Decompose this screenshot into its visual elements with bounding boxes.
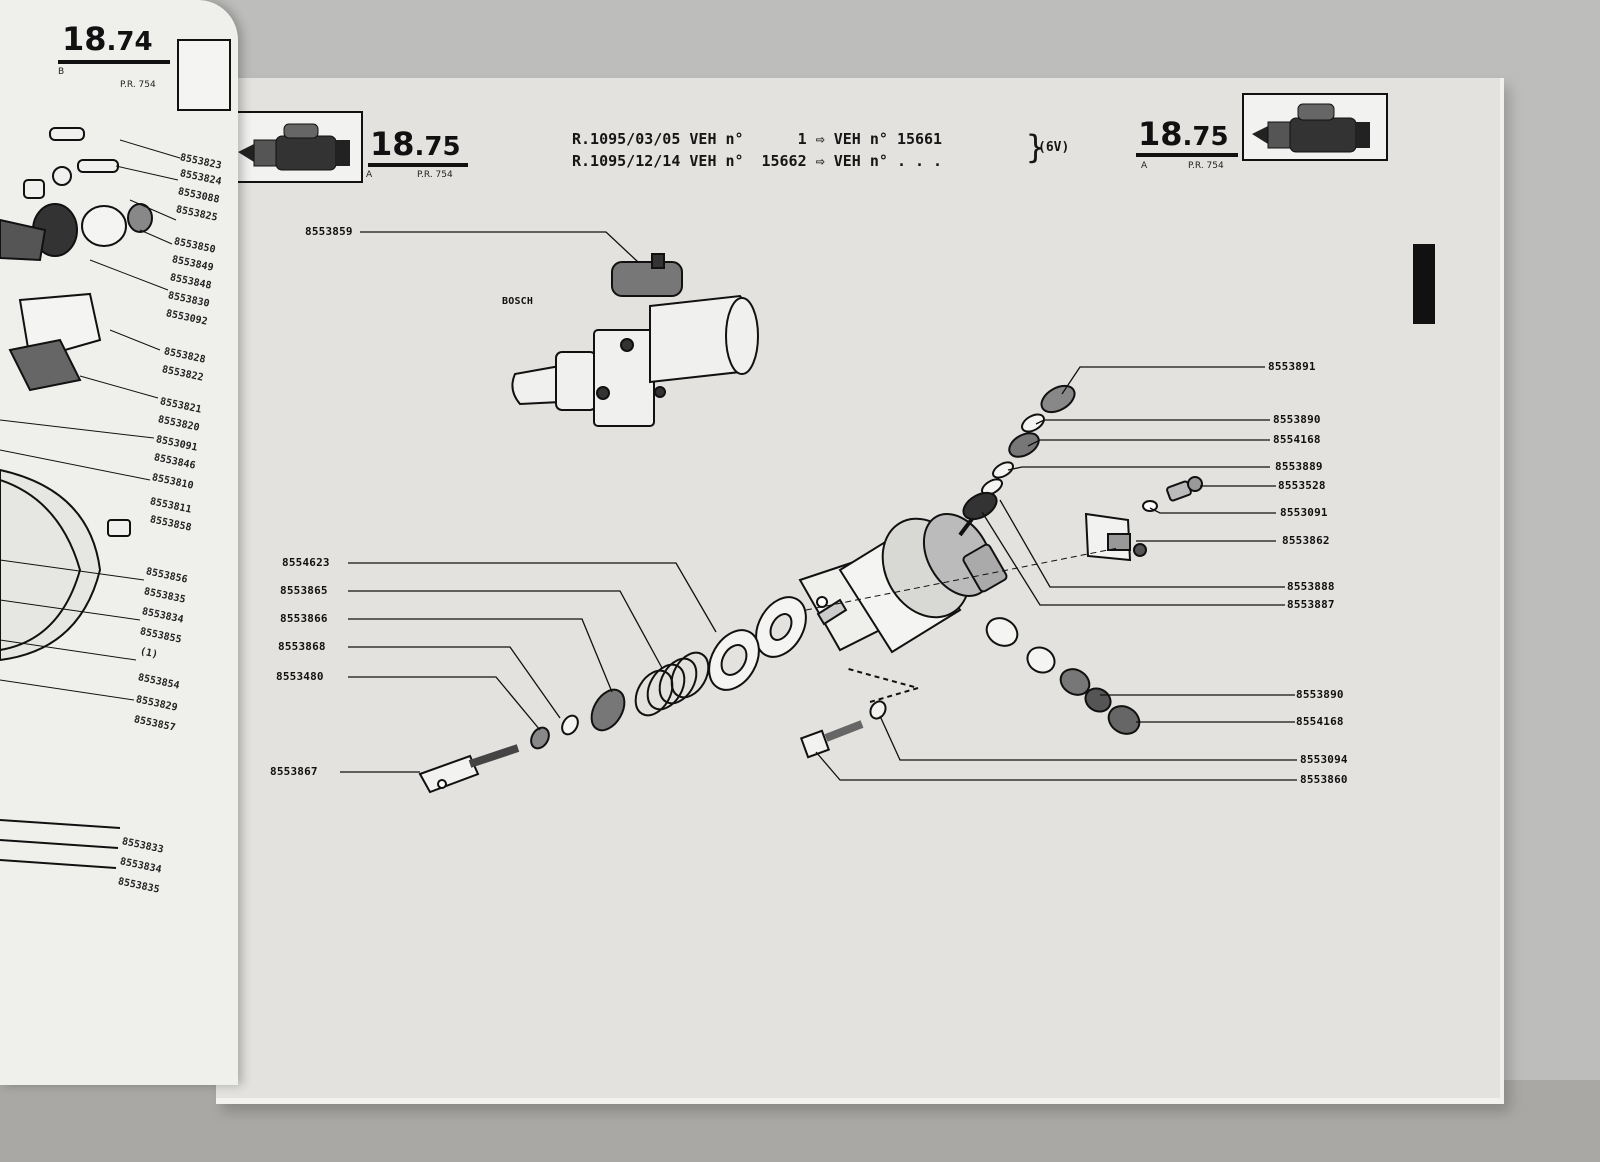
brace-icon: } bbox=[1026, 128, 1046, 166]
callout-8553887: 8553887 bbox=[1287, 598, 1335, 611]
callout-8554623: 8554623 bbox=[282, 556, 330, 569]
variant-letter: A bbox=[1141, 161, 1148, 171]
left-leader-lines bbox=[0, 139, 181, 701]
header-rule-right bbox=[1136, 153, 1238, 157]
from-vehicle: 15662 bbox=[761, 152, 807, 170]
from-vehicle: 1 bbox=[797, 130, 807, 148]
starter-thumbnail-left-icon bbox=[238, 123, 350, 171]
callout-8553862: 8553862 bbox=[1282, 534, 1330, 547]
callout-8554168: 8554168 bbox=[1273, 433, 1321, 446]
plunger-parts bbox=[530, 596, 807, 750]
to-vehicle: . . . bbox=[896, 152, 943, 170]
starter-thumbnail-right-icon bbox=[1252, 103, 1370, 153]
callout-8553888: 8553888 bbox=[1287, 580, 1335, 593]
callout-8553094: 8553094 bbox=[1300, 753, 1348, 766]
callout-8553890: 8553890 bbox=[1296, 688, 1344, 701]
callout-8554168: 8554168 bbox=[1296, 715, 1344, 728]
starter-parts-left-icon bbox=[0, 127, 153, 869]
left-page-diagram bbox=[0, 39, 231, 869]
leader-lines bbox=[340, 231, 1297, 781]
callout-8553091: 8553091 bbox=[1280, 506, 1328, 519]
arrow-icon: ⇨ bbox=[815, 130, 825, 148]
section-sub: .75 bbox=[414, 132, 461, 162]
page-number-left-page: 18.74 bbox=[62, 20, 153, 58]
callout-8553865: 8553865 bbox=[280, 584, 328, 597]
variant-letter: A bbox=[366, 170, 373, 180]
model-range: R.1095/12/14 VEH n° bbox=[572, 152, 744, 170]
callout-8553528: 8553528 bbox=[1278, 479, 1326, 492]
mounting-screw bbox=[799, 667, 922, 759]
arrow-icon: ⇨ bbox=[815, 152, 825, 170]
section-sub: .75 bbox=[1182, 122, 1229, 152]
section-sub: .74 bbox=[106, 27, 153, 57]
variant-letter: B bbox=[58, 67, 65, 77]
terminal-block bbox=[1084, 476, 1203, 562]
callout-8553859: 8553859 bbox=[305, 225, 353, 238]
callout-8553867: 8553867 bbox=[270, 765, 318, 778]
callout-8553889: 8553889 bbox=[1275, 460, 1323, 473]
header-thumbnail-left-page bbox=[177, 39, 231, 111]
upper-terminal-stack bbox=[962, 384, 1076, 521]
to-vehicle: 15661 bbox=[896, 130, 943, 148]
starter-motor-illustration bbox=[511, 253, 759, 427]
callout-8553890: 8553890 bbox=[1273, 413, 1321, 426]
title-line-1: R.1095/03/05 VEH n° 1 ⇨ VEH n° 15661 bbox=[572, 130, 942, 148]
page-number-right-header: 18.75 bbox=[1138, 115, 1229, 153]
pr-code: P.R. 754 bbox=[1188, 161, 1224, 171]
callout-8553480: 8553480 bbox=[276, 670, 324, 683]
section-number: 18 bbox=[1138, 115, 1183, 153]
fork-rod bbox=[418, 744, 520, 794]
section-number: 18 bbox=[62, 20, 107, 58]
header-rule-left bbox=[368, 163, 468, 167]
to-prefix: VEH n° bbox=[833, 130, 888, 148]
voltage-label: (6V) bbox=[1038, 140, 1070, 155]
to-prefix: VEH n° bbox=[833, 152, 888, 170]
title-line-2: R.1095/12/14 VEH n° 15662 ⇨ VEH n° . . . bbox=[572, 152, 942, 170]
left-page: 18.74 B P.R. 754 8553823 8553824 8553088… bbox=[0, 0, 238, 1085]
pr-code: P.R. 754 bbox=[120, 80, 156, 90]
page-number-left-header: 18.75 bbox=[370, 125, 461, 163]
header-rule-left-page bbox=[58, 60, 170, 64]
brand-label: BOSCH bbox=[502, 296, 534, 307]
lower-terminal-stack bbox=[985, 617, 1141, 735]
callout-8553868: 8553868 bbox=[278, 640, 326, 653]
callout-8553891: 8553891 bbox=[1268, 360, 1316, 373]
model-range: R.1095/03/05 VEH n° bbox=[572, 130, 744, 148]
section-number: 18 bbox=[370, 125, 415, 163]
callout-8553860: 8553860 bbox=[1300, 773, 1348, 786]
solenoid-assembly bbox=[798, 513, 1008, 654]
callout-8553866: 8553866 bbox=[280, 612, 328, 625]
pr-code: P.R. 754 bbox=[417, 170, 453, 180]
section-tab-marker bbox=[1413, 244, 1435, 324]
